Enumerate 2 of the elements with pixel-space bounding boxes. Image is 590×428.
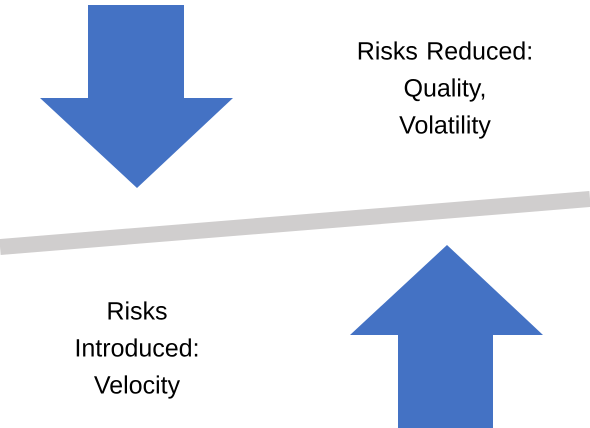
label-text: Risks Reduced: Quality, Volatility [358, 41, 531, 139]
label-text: Risks Introduced: Velocity [76, 301, 198, 399]
